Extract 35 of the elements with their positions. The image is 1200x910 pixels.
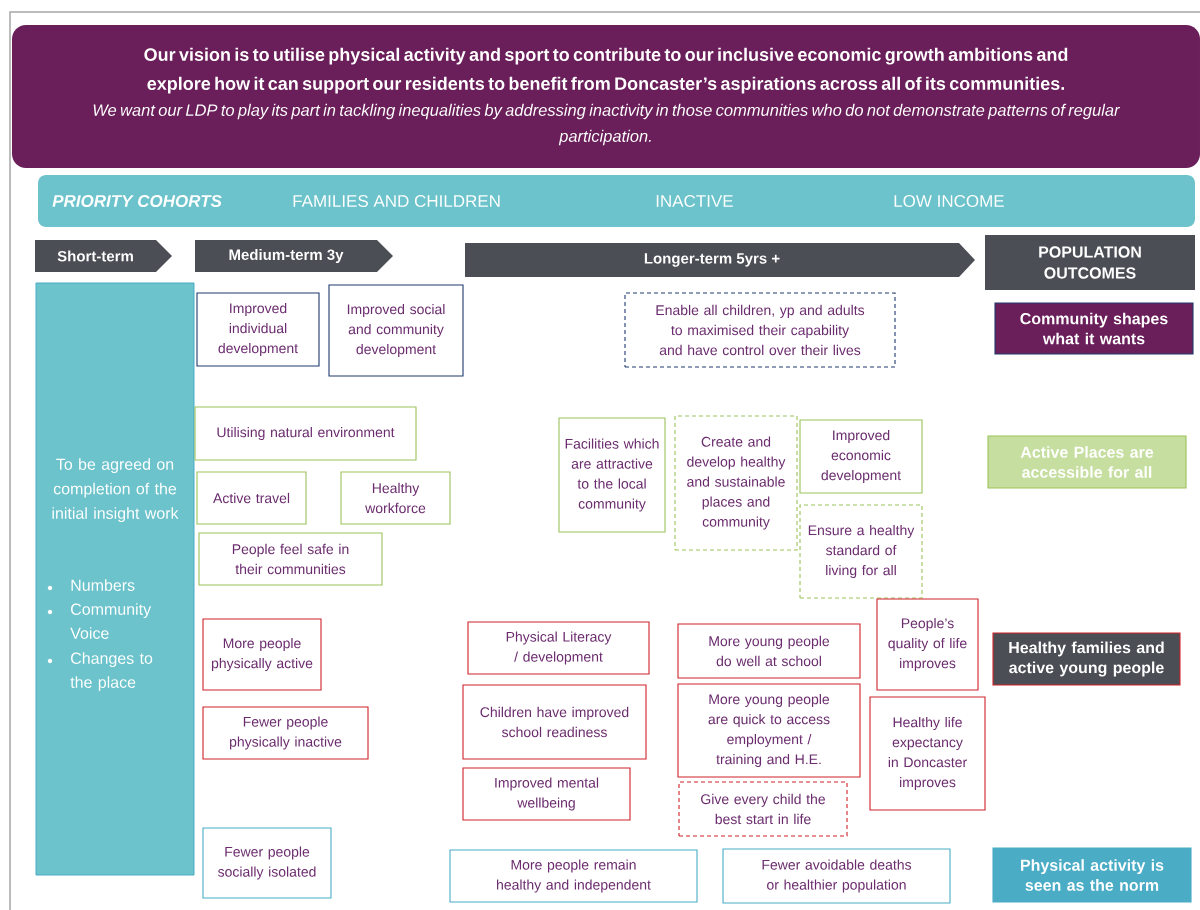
population-outcome-box: Physical activity is seen as the norm xyxy=(992,847,1192,903)
cohort-band: PRIORITY COHORTS FAMILIES AND CHILDREN INACTIVE LOW INCOME xyxy=(38,175,1195,227)
outcome-box: Active travel xyxy=(196,471,307,525)
outcome-box: Improved economic development xyxy=(799,419,923,494)
outcome-box: Children have improved school readiness xyxy=(462,684,647,760)
outcome-box: Healthy workforce xyxy=(340,471,451,525)
outcome-box: People’s quality of life improves xyxy=(876,598,979,691)
population-outcome-box: Community shapes what it wants xyxy=(994,302,1194,355)
outcome-box: Enable all children, yp and adults to maximised their capability and have control over their lives xyxy=(624,292,896,368)
outcome-box: Improved individual development xyxy=(196,292,320,367)
outcome-box: More young people are quick to access employment / training and H.E. xyxy=(677,683,861,778)
population-outcome-box: Healthy families and active young people xyxy=(992,632,1181,686)
outcomes-header: POPULATION OUTCOMES xyxy=(985,235,1195,290)
outcome-box: More people physically active xyxy=(202,618,322,691)
outcome-box: Facilities which are attractive to the local community xyxy=(558,417,666,533)
outcome-box: Fewer people physically inactive xyxy=(202,706,369,760)
outcome-box: More people remain healthy and independent xyxy=(449,849,698,903)
phase-banner: Longer-term 5yrs + xyxy=(465,243,975,277)
outcome-box: Healthy life expectancy in Doncaster improves xyxy=(869,696,986,811)
outcome-box: Physical Literacy / development xyxy=(467,621,650,675)
outcome-box: Fewer people socially isolated xyxy=(202,827,332,899)
outcome-box: Utilising natural environment xyxy=(194,406,417,461)
outcome-box: Ensure a healthy standard of living for all xyxy=(799,504,923,599)
vision-banner: Our vision is to utilise physical activity and sport to contribute to our inclusive economic growth ambitions and explore how it can support our residents to benefit from Doncaster’s aspirations across all of its communities. We want our LDP to play its part in tackling inequalities by addressing inactivity in those communities who do not demonstrate patterns of regular participation. xyxy=(12,25,1200,168)
outcome-box: Improved social and community development xyxy=(328,284,464,377)
outcome-box: More young people do well at school xyxy=(677,623,861,679)
outcome-box: Give every child the best start in life xyxy=(678,781,848,837)
insight-panel: To be agreed on completion of the initial insight work Numbers Community Voice Changes to the place xyxy=(35,282,195,876)
phase-banner: Short-term xyxy=(35,240,172,272)
population-outcome-box: Active Places are accessible for all xyxy=(987,435,1187,489)
outcome-box: People feel safe in their communities xyxy=(198,532,383,586)
phase-banner: Medium-term 3y xyxy=(195,240,393,272)
outcome-box: Fewer avoidable deaths or healthier population xyxy=(722,848,951,904)
outcome-box: Improved mental wellbeing xyxy=(462,767,631,821)
outcome-box: Create and develop healthy and sustainable places and community xyxy=(674,415,798,551)
